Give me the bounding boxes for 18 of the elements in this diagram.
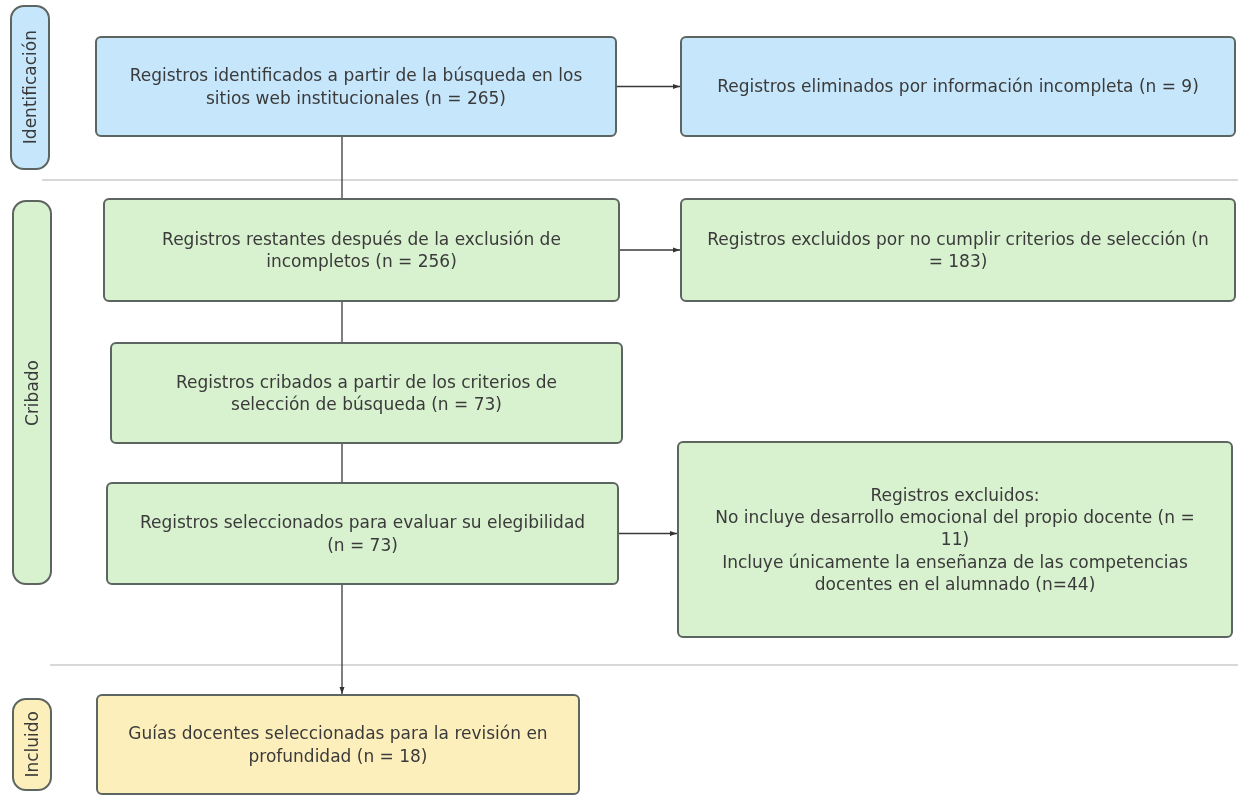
process-box: Guías docentes seleccionadas para la revisión en profundidad (n = 18)	[96, 694, 580, 795]
phase-label: Incluido	[12, 698, 52, 791]
connector-line	[341, 136, 343, 199]
arrow	[616, 84, 681, 89]
connector-line	[341, 301, 343, 343]
connector-line	[341, 443, 343, 483]
arrow	[618, 531, 678, 536]
process-box: Registros identificados a partir de la búsqueda en los sitios web institucionales (n = 265)	[95, 36, 617, 137]
process-box: Registros seleccionados para evaluar su elegibilidad (n = 73)	[106, 482, 619, 585]
process-box: Registros excluidos: No incluye desarrollo emocional del propio docente (n = 11) Incluye únicamente la enseñanza de las competencias docentes en el alumnado (n=44)	[677, 441, 1233, 638]
phase-label: Cribado	[12, 200, 52, 585]
arrow	[619, 247, 681, 253]
phase-label: Identificación	[10, 5, 50, 170]
process-box: Registros excluidos por no cumplir criterios de selección (n = 183)	[680, 198, 1236, 302]
process-box: Registros restantes después de la exclusión de incompletos (n = 256)	[103, 198, 620, 302]
arrow	[339, 584, 345, 695]
process-box: Registros cribados a partir de los criterios de selección de búsqueda (n = 73)	[110, 342, 623, 444]
process-box: Registros eliminados por información incompleta (n = 9)	[680, 36, 1236, 137]
